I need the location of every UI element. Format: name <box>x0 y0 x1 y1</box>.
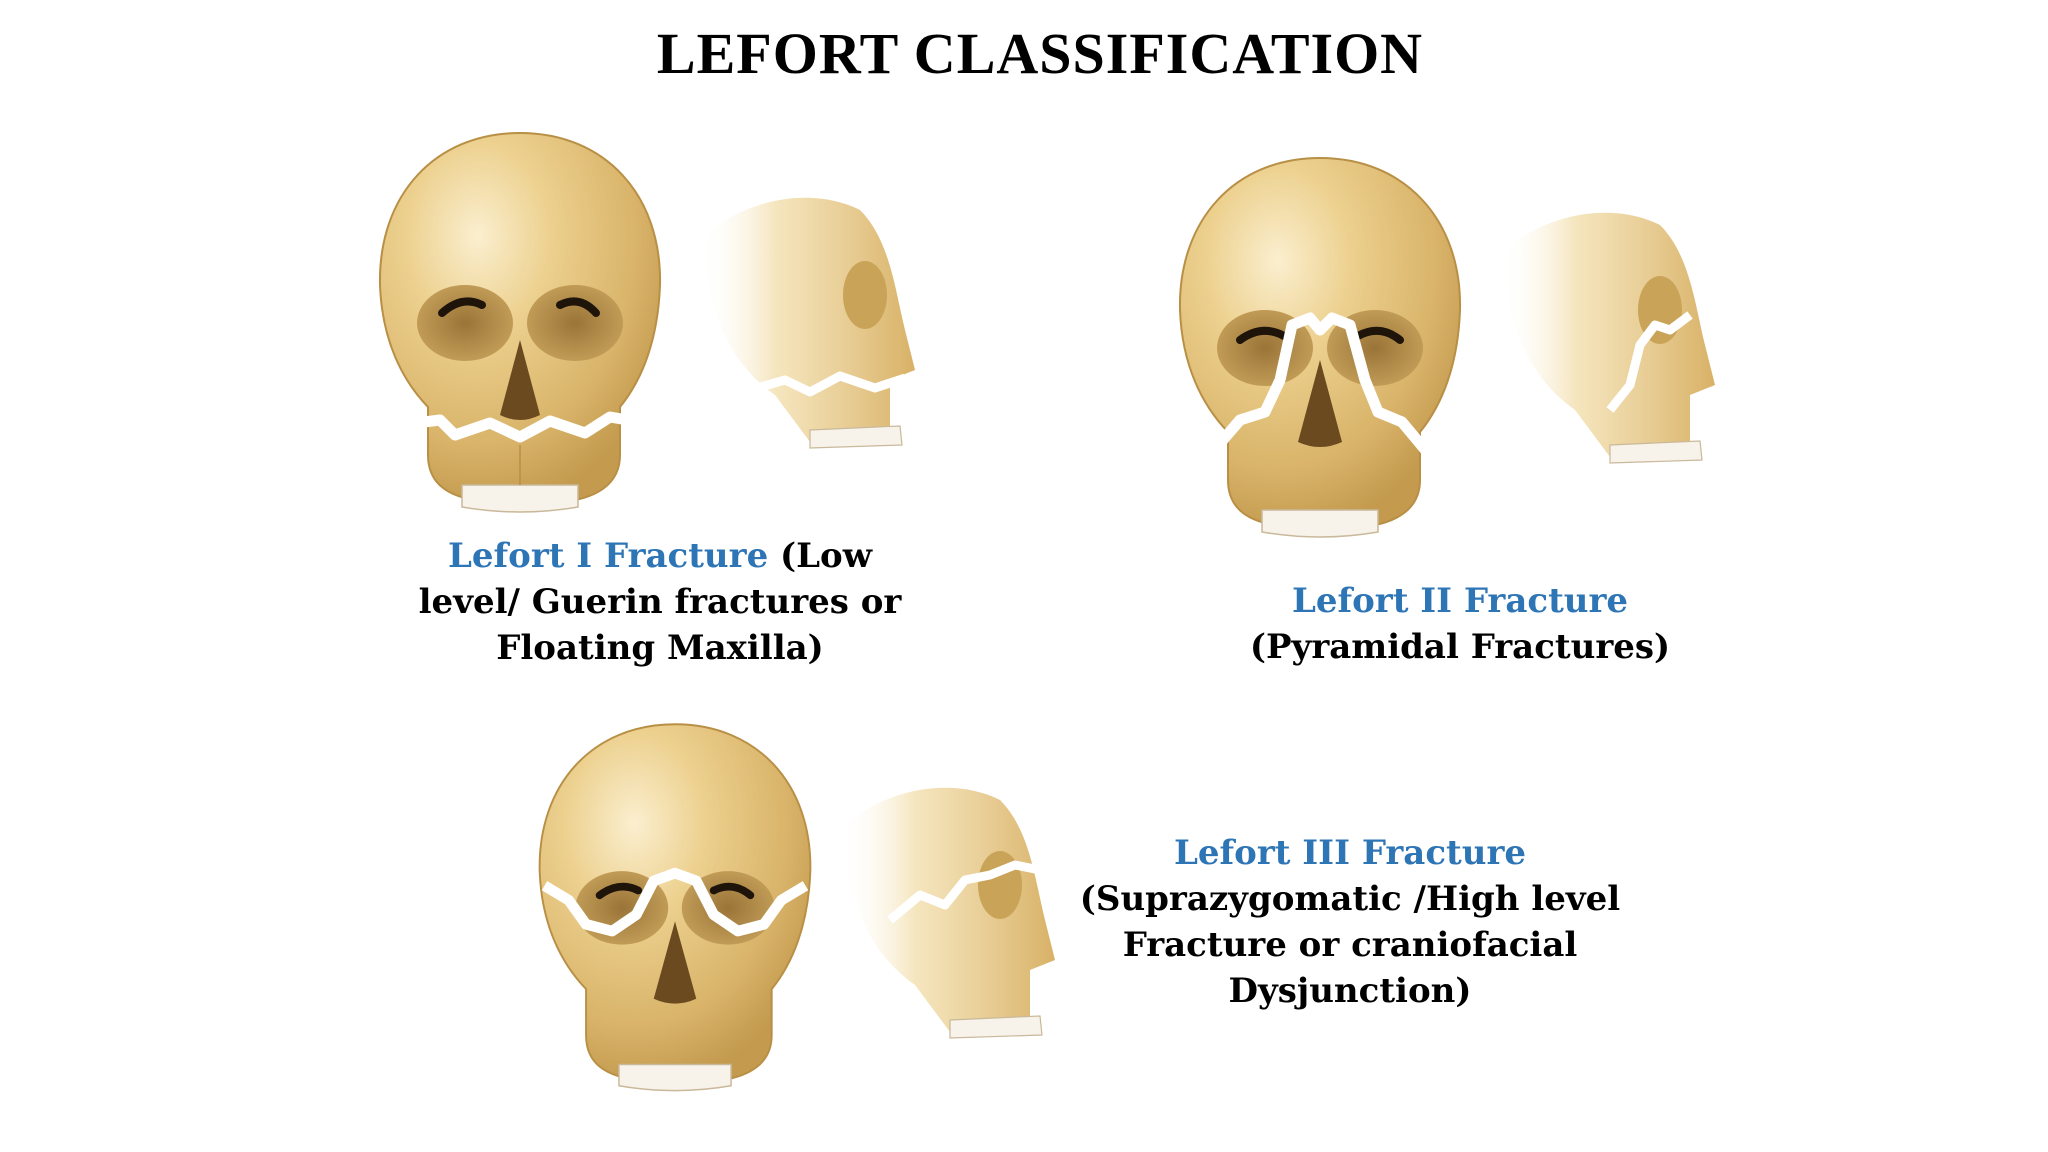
slide-title: LEFORT CLASSIFICATION <box>656 21 1424 86</box>
lefort-1-heading: Lefort I Fracture <box>448 536 769 576</box>
lefort-3-frontal-skull-illustration <box>538 723 812 1092</box>
lefort-1-caption-line-3: Floating Maxilla) <box>496 628 824 668</box>
lefort-2-lateral-skull-illustration <box>1500 212 1715 464</box>
lefort-3-heading: Lefort III Fracture <box>1173 833 1526 873</box>
lefort-3-caption-line-2: (Suprazygomatic /High level <box>1079 879 1621 919</box>
lefort-1-caption-line-1-rest: (Low <box>768 536 872 576</box>
lefort-1-caption: Lefort I Fracture (Low level/ Guerin fra… <box>390 533 930 671</box>
lefort-3-lateral-skull-illustration <box>840 787 1055 1039</box>
lefort-1-frontal-skull-illustration <box>378 131 662 513</box>
lefort-3-caption-line-4: Dysjunction) <box>1228 971 1472 1011</box>
lefort-1-lateral-skull-illustration <box>700 197 915 449</box>
lefort-2-caption: Lefort II Fracture (Pyramidal Fractures) <box>1190 578 1730 670</box>
lefort-1-caption-line-1: Lefort I Fracture (Low <box>390 533 930 579</box>
lefort-1-caption-line-2: level/ Guerin fractures or <box>418 582 902 622</box>
lefort-3-caption-line-3: Fracture or craniofacial <box>1122 925 1578 965</box>
lefort-2-heading: Lefort II Fracture <box>1291 581 1629 621</box>
lefort-2-caption-line-2: (Pyramidal Fractures) <box>1249 627 1671 667</box>
lefort-2-frontal-skull-illustration <box>1178 156 1462 538</box>
lefort-3-caption: Lefort III Fracture (Suprazygomatic /Hig… <box>1075 830 1625 1014</box>
